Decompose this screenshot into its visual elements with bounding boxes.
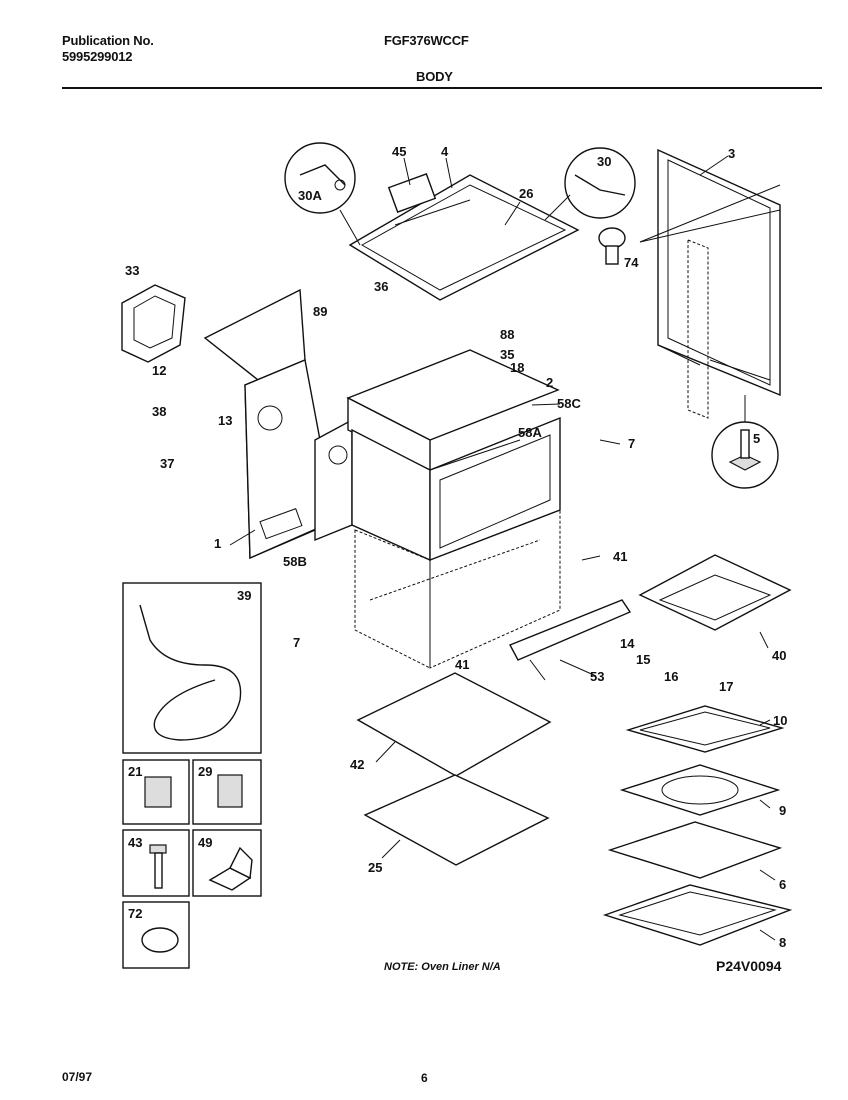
footer-page: 6: [421, 1071, 428, 1085]
callout-37: 37: [160, 456, 174, 471]
callout-43: 43: [128, 835, 142, 850]
callout-30: 30: [597, 154, 611, 169]
callout-39: 39: [237, 588, 251, 603]
oven-racks: [602, 705, 793, 946]
callout-30a: 30A: [298, 188, 322, 203]
rail-part: [509, 599, 632, 681]
lower-frame-part: [354, 509, 561, 669]
callout-38: 38: [152, 404, 166, 419]
callout-5: 5: [753, 431, 760, 446]
callout-17: 17: [719, 679, 733, 694]
callout-10: 10: [773, 713, 787, 728]
callout-8: 8: [779, 935, 786, 950]
section-title: BODY: [416, 69, 453, 84]
small-parts-boxes: [122, 759, 262, 969]
footer-date: 07/97: [62, 1070, 93, 1084]
diagram-reference: P24V0094: [716, 958, 782, 974]
callout-41-lower: 41: [455, 657, 469, 672]
callout-13: 13: [218, 413, 232, 428]
callout-74: 74: [624, 255, 639, 270]
callout-6: 6: [779, 877, 786, 892]
model-number: FGF376WCCF: [384, 33, 469, 48]
back-panel-part: [657, 148, 781, 419]
callout-25: 25: [368, 860, 382, 875]
callout-4: 4: [441, 144, 449, 159]
callout-7-right: 7: [628, 436, 635, 451]
detail-circle-30: [544, 147, 636, 221]
callout-12: 12: [152, 363, 166, 378]
leader-lines: [229, 155, 776, 941]
callout-33: 33: [125, 263, 139, 278]
callout-41-upper: 41: [613, 549, 627, 564]
callout-29: 29: [198, 764, 212, 779]
detail-circle-30a: [284, 142, 361, 246]
broiler-part: [638, 554, 792, 631]
callout-42: 42: [350, 757, 364, 772]
drawer-panels: [356, 672, 552, 866]
callout-72: 72: [128, 906, 142, 921]
oven-cavity-part: [346, 349, 561, 562]
callout-35: 35: [500, 347, 514, 362]
callout-58b: 58B: [283, 554, 307, 569]
burner-box-part: [314, 418, 353, 542]
callout-15: 15: [636, 652, 650, 667]
knob-part: [598, 184, 781, 265]
callout-36: 36: [374, 279, 388, 294]
callout-53: 53: [590, 669, 604, 684]
callout-89: 89: [313, 304, 327, 319]
callout-58a: 58A: [518, 425, 542, 440]
callout-88: 88: [500, 327, 514, 342]
callout-2: 2: [546, 375, 553, 390]
callout-7-left: 7: [293, 635, 300, 650]
header-rule: [62, 87, 822, 89]
callout-labels: 45 4 30A 30 26 3 74 33 36 89 88 35 18 2 …: [125, 144, 787, 950]
callout-1: 1: [214, 536, 221, 551]
callout-58c: 58C: [557, 396, 581, 411]
detail-circle-5: [711, 395, 779, 489]
callout-21: 21: [128, 764, 142, 779]
callout-18: 18: [510, 360, 524, 375]
top-panel-part: [348, 173, 580, 301]
bracket-part: [121, 284, 186, 363]
callout-14: 14: [620, 636, 635, 651]
callout-16: 16: [664, 669, 678, 684]
callout-40: 40: [772, 648, 786, 663]
power-cord-box: [122, 582, 262, 754]
callout-49: 49: [198, 835, 212, 850]
callout-26: 26: [519, 186, 533, 201]
publication-number: 5995299012: [62, 49, 133, 64]
note-text: NOTE: Oven Liner N/A: [384, 961, 501, 973]
callout-3: 3: [728, 146, 735, 161]
callout-9: 9: [779, 803, 786, 818]
callout-45: 45: [392, 144, 406, 159]
publication-label: Publication No.: [62, 33, 154, 48]
